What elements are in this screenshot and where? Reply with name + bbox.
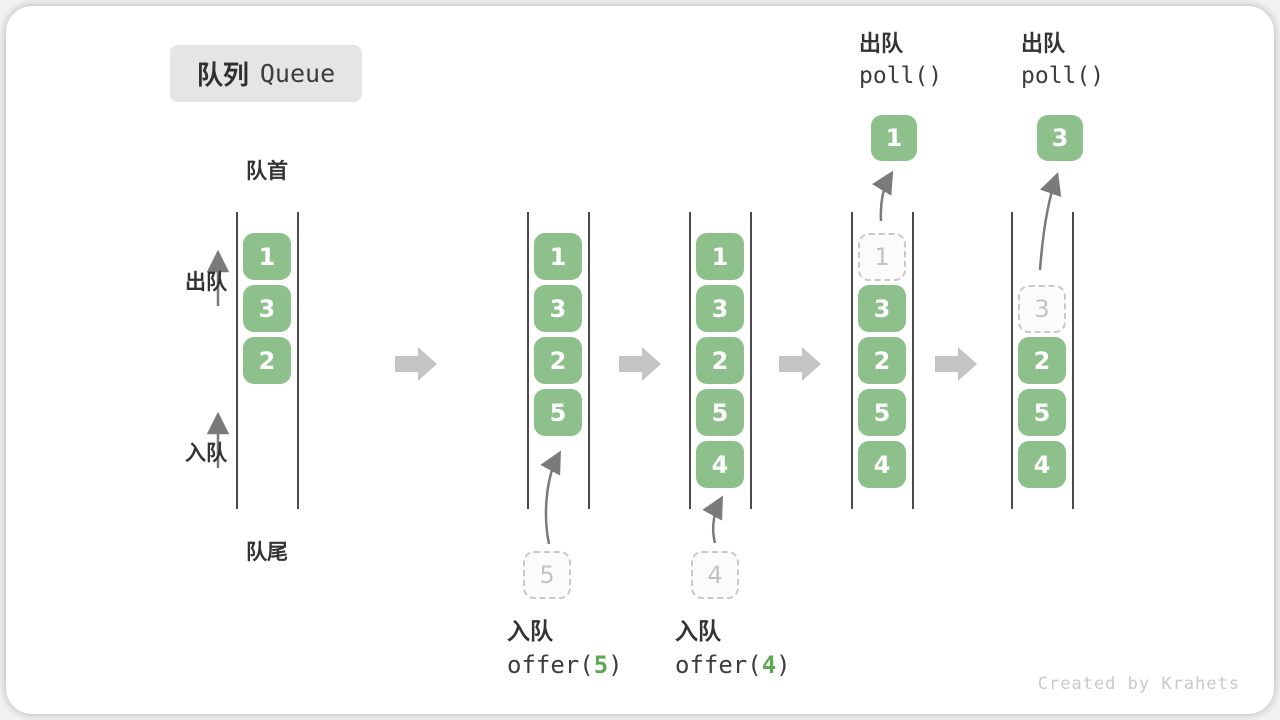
queue-wall [588, 212, 590, 509]
op-offer-5: 入队 offer(5) [507, 618, 623, 678]
queue-wall [1011, 212, 1013, 509]
queue-item-removed: 3 [1018, 285, 1066, 333]
code-fn: offer( [675, 651, 762, 679]
code-close: ) [608, 651, 623, 679]
op-offer-5-label: 入队 [507, 618, 553, 644]
op-poll-2-label: 出队 [1021, 31, 1066, 56]
queue-item: 1 [534, 233, 582, 280]
op-offer-4-code: offer(4) [675, 653, 791, 677]
queue-item: 1 [243, 233, 291, 280]
code-arg: 4 [761, 651, 777, 679]
code-arg: 5 [593, 651, 609, 679]
queue-front-label: 队首 [246, 160, 288, 183]
polled-item: 3 [1037, 115, 1083, 161]
queue-item: 4 [1018, 441, 1066, 488]
queue-wall [527, 212, 529, 509]
pending-item: 4 [691, 551, 739, 599]
queue-item: 3 [858, 285, 906, 332]
side-dequeue-label: 出队 [185, 271, 227, 294]
pending-item: 5 [523, 551, 571, 599]
queue-wall [912, 212, 914, 509]
op-poll-2-code: poll() [1021, 63, 1105, 89]
code-close: ) [776, 651, 791, 679]
op-poll-1-label: 出队 [859, 31, 904, 56]
queue-wall [851, 212, 853, 509]
queue-item: 5 [858, 389, 906, 436]
queue-item: 3 [696, 285, 744, 332]
diagram-title: 队列 Queue [170, 45, 362, 102]
code-fn: offer( [507, 651, 594, 679]
queue-wall [689, 212, 691, 509]
op-poll-2: 出队 poll() [1021, 33, 1104, 88]
watermark: Created by Krahets [1037, 674, 1240, 694]
side-enqueue-label: 入队 [185, 442, 227, 465]
queue-item: 3 [243, 285, 291, 332]
queue-item: 2 [534, 337, 582, 384]
polled-item: 1 [871, 115, 917, 161]
queue-item: 1 [696, 233, 744, 280]
op-poll-1: 出队 poll() [859, 33, 942, 88]
queue-item: 5 [534, 389, 582, 436]
title-zh-label: 队列 [196, 60, 249, 90]
queue-item: 4 [696, 441, 744, 488]
queue-rear-label: 队尾 [246, 541, 288, 564]
queue-item: 5 [1018, 389, 1066, 436]
queue-item: 2 [243, 337, 291, 384]
queue-item: 5 [696, 389, 744, 436]
title-en-label: Queue [259, 59, 336, 88]
queue-item: 2 [1018, 337, 1066, 384]
op-poll-1-code: poll() [859, 63, 943, 89]
queue-item: 4 [858, 441, 906, 488]
op-offer-4-label: 入队 [675, 618, 721, 644]
queue-item-removed: 1 [858, 233, 906, 281]
queue-wall [236, 212, 238, 509]
queue-item: 2 [858, 337, 906, 384]
queue-item: 3 [534, 285, 582, 332]
queue-item: 2 [696, 337, 744, 384]
queue-wall [297, 212, 299, 509]
diagram-card [6, 6, 1274, 714]
queue-wall [750, 212, 752, 509]
op-offer-4: 入队 offer(4) [675, 618, 791, 678]
queue-wall [1072, 212, 1074, 509]
op-offer-5-code: offer(5) [507, 653, 623, 677]
